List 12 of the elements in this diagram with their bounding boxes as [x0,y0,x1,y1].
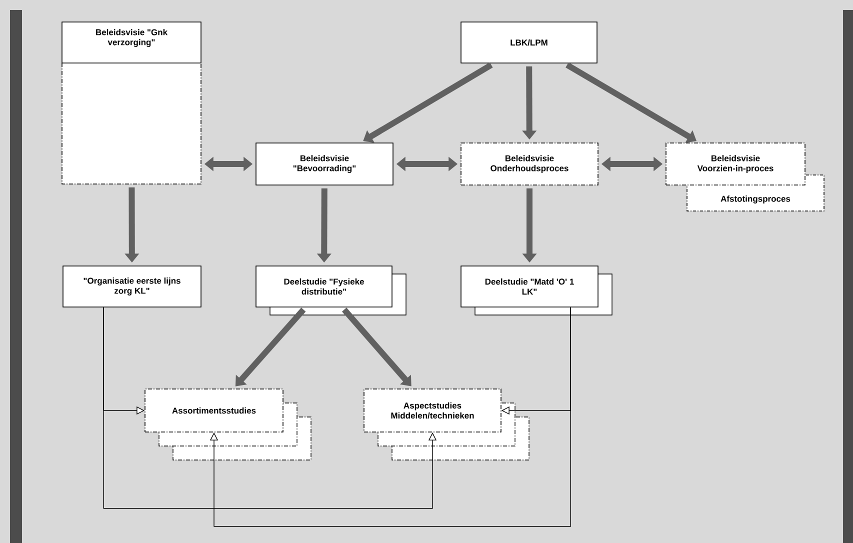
study-stack: Assortimentsstudies [144,388,312,460]
hatched-arrow [342,308,412,386]
study-stack: Aspectstudies Middelen/technieken [364,388,530,460]
node-label: Aspectstudies [404,402,462,410]
policy-box: Beleidsvisie "Gnk verzorging" [62,22,202,184]
document-stack: Deelstudie "Fysieke distributie" [256,266,406,316]
study-box: "Organisatie eerste lijns zorg KL" [62,266,202,308]
document-stack: Deelstudie "Matd 'O' 1 LK" [460,266,612,316]
policy-box: Beleidsvisie Voorzien-in-proces [666,142,806,186]
organisation-box: LBK/LPM [460,22,598,64]
policy-box: Beleidsvisie Onderhoudsproces [460,142,598,186]
policy-box: Beleidsvisie "Bevoorrading" [256,142,394,186]
